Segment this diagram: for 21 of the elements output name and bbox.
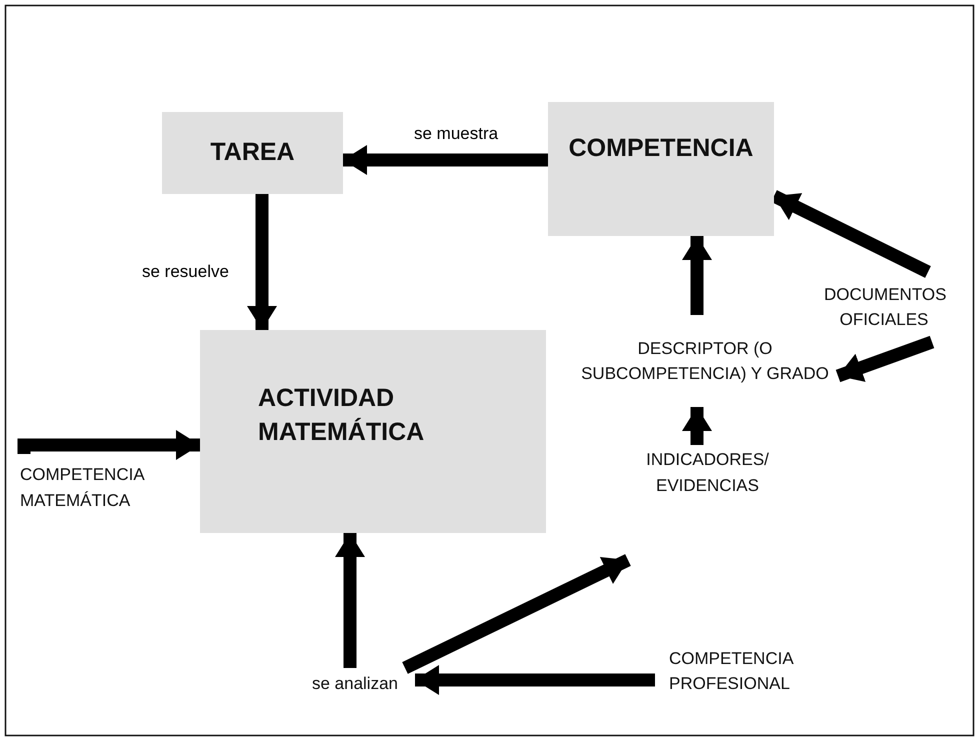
arrow — [18, 430, 200, 460]
arrow — [335, 533, 365, 668]
process-box — [200, 330, 546, 533]
arrow — [402, 554, 631, 674]
box-title: COMPETENCIA — [568, 133, 754, 164]
node-label: INDICADORES/ EVIDENCIAS — [645, 449, 770, 496]
box-title: ACTIVIDAD MATEMÁTICA — [258, 383, 426, 448]
arrow — [415, 665, 655, 695]
node-label: COMPETENCIA PROFESIONAL — [669, 648, 794, 695]
node-label: DESCRIPTOR (O SUBCOMPETENCIA) Y GRADO — [580, 338, 830, 385]
process-box — [548, 102, 774, 236]
process-box — [162, 112, 343, 194]
arrow — [247, 194, 277, 330]
box-title: TAREA — [210, 137, 295, 168]
node-label: se analizan — [312, 673, 398, 696]
arrow — [836, 336, 934, 382]
node-label: DOCUMENTOS OFICIALES — [824, 284, 944, 331]
arrow — [343, 145, 548, 175]
arrow — [682, 407, 712, 445]
arrow — [682, 236, 712, 315]
node-label: COMPETENCIA MATEMÁTICA — [20, 464, 146, 512]
